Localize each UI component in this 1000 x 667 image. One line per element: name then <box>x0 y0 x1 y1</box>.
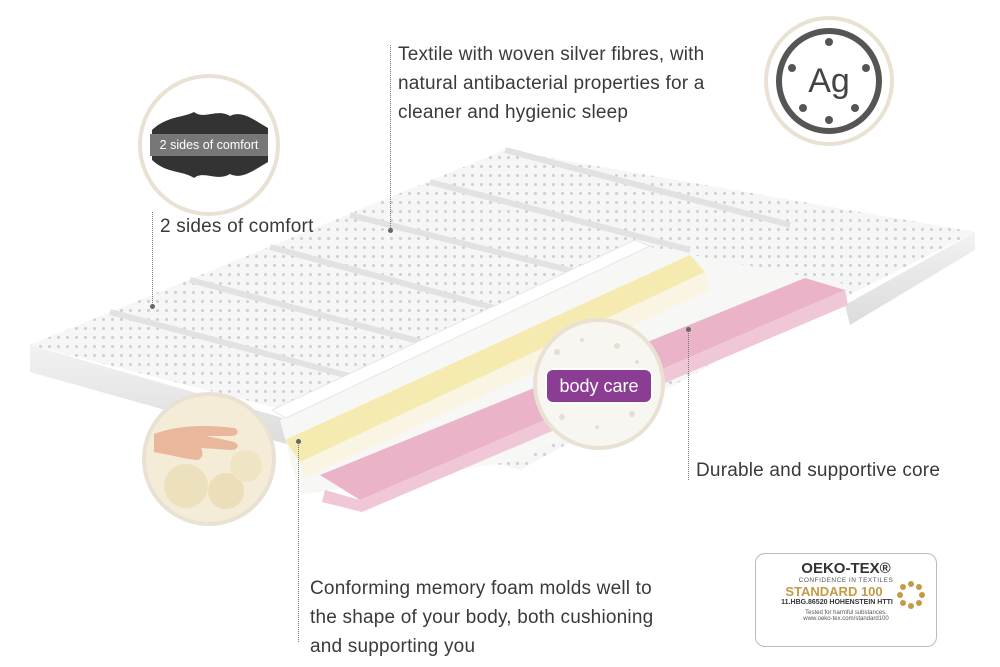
silver-leader-line <box>390 45 391 230</box>
silver-caption-line-2: natural antibacterial properties for a <box>398 73 705 94</box>
top-fabric-layer <box>270 239 652 419</box>
two-sides-leader-dot <box>150 304 155 309</box>
oeko-tex-brand: OEKO-TEX® <box>801 560 891 577</box>
oeko-tex-standard: STANDARD 100 <box>785 584 883 599</box>
two-sides-comfort-icon <box>150 112 268 178</box>
silver-caption-line-1: Textile with woven silver fibres, with <box>398 44 705 65</box>
silver-ag-badge: Ag <box>768 20 890 142</box>
memory-caption-line-1: Conforming memory foam molds well to <box>310 578 652 599</box>
core-leader-line <box>688 330 689 480</box>
foam-texture <box>550 338 644 429</box>
memory-caption-line-2: the shape of your body, both cushioning <box>310 607 654 628</box>
memory-caption-line-3: and supporting you <box>310 636 476 657</box>
ag-symbol-text: Ag <box>808 62 850 100</box>
oeko-tex-flower-icon <box>897 581 925 609</box>
memory-leader-dot <box>296 439 301 444</box>
memory-leader-line <box>298 442 299 642</box>
memory-foam-layer <box>285 255 705 462</box>
two-sides-badge: 2 sides of comfort <box>142 78 276 212</box>
two-sides-badge-label: 2 sides of comfort <box>159 138 259 152</box>
oeko-tex-code: 11.HBG.86520 HOHENSTEIN HTTI <box>781 599 893 606</box>
memory-foam-caption: Conforming memory foam molds well to the… <box>310 574 710 661</box>
oeko-tex-logo: OEKO-TEX® CONFIDENCE IN TEXTILES STANDAR… <box>755 553 937 647</box>
silver-ag-icon: Ag <box>776 28 882 134</box>
core-caption: Durable and supportive core <box>696 460 941 481</box>
silver-leader-dot <box>388 228 393 233</box>
hand-on-foam-image <box>146 396 272 522</box>
quilt-seams <box>109 147 791 398</box>
oeko-tex-tagline: CONFIDENCE IN TEXTILES <box>798 577 894 584</box>
topper-right-edge <box>845 232 975 325</box>
body-care-badge: body care <box>537 322 661 446</box>
core-leader-dot <box>686 327 691 332</box>
body-care-logo: body care <box>547 370 651 402</box>
two-sides-caption: 2 sides of comfort <box>160 216 314 237</box>
oeko-tex-tested: Tested for harmful substances. <box>805 610 887 616</box>
silver-fibres-caption: Textile with woven silver fibres, with n… <box>398 40 758 127</box>
silver-caption-line-3: cleaner and hygienic sleep <box>398 102 629 123</box>
oeko-tex-url: www.oeko-tex.com/standard100 <box>803 616 889 622</box>
hand-icon <box>154 426 262 509</box>
two-sides-leader-line <box>152 212 153 307</box>
